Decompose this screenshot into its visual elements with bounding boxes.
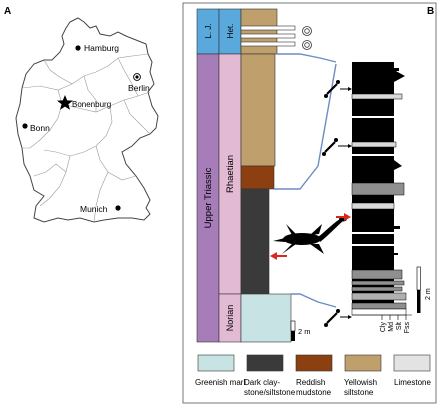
city-label-bonn: Bonn (30, 123, 50, 133)
panel-b-frame (182, 2, 437, 404)
period-upper-triassic-label: Upper Triassic (203, 167, 214, 228)
legend-label-limestone: Limestone (394, 378, 431, 387)
period-lj-label: L. J. (204, 23, 213, 38)
scale-label-left: 2 m (298, 327, 311, 336)
plesiosaur-silhouette-icon (273, 216, 347, 254)
legend-swatch-yellowish-siltstone (344, 354, 382, 372)
connector-lines (274, 53, 337, 308)
city-label-hamburg: Hamburg (84, 43, 119, 53)
lithology-column (240, 8, 292, 343)
state-borders (21, 53, 151, 223)
grain-label-fss: Fss (404, 322, 411, 334)
berlin-marker (135, 75, 139, 79)
bonn-marker (22, 123, 28, 129)
legend-label-dark-claystone: Dark clay-stone/siltstone (244, 378, 296, 397)
panel-b: B L. J. Upper Triassic Het. Rhaetian Nor… (182, 2, 437, 404)
panel-a-label: A (4, 6, 11, 17)
bone-icon (324, 80, 352, 98)
scale-label-right: 2 m (425, 288, 432, 300)
red-arrow-left (270, 252, 287, 260)
legend-swatch-dark-claystone (246, 354, 284, 372)
hettangian-bands (240, 25, 296, 47)
bonenburg-star-icon (57, 95, 73, 110)
legend-label-greenish-marl: Greenish marl (195, 378, 245, 387)
red-arrow-right (336, 213, 351, 221)
legend-swatch-limestone (393, 354, 431, 372)
bone-icon (324, 309, 352, 327)
ammonite-icon (302, 40, 312, 50)
bone-icon (322, 138, 352, 156)
stage-het-label: Het. (226, 24, 235, 39)
grain-label-slt: Slt (396, 322, 403, 330)
legend-swatch-greenish-marl (197, 354, 235, 372)
stage-norian-label: Norian (225, 305, 235, 332)
panel-b-label: B (427, 6, 434, 17)
grain-size-ticks (381, 315, 407, 320)
city-label-bonenburg: Bonenburg (72, 100, 111, 109)
section-log (351, 62, 412, 316)
munich-marker (115, 205, 121, 211)
legend: Greenish marl Dark clay-stone/siltstone … (195, 354, 431, 397)
grain-label-cly: Cly (380, 322, 387, 333)
grain-label-md: Md (388, 322, 395, 332)
panel-a: A Hamburg Berlin Bonenburg Bonn (4, 6, 159, 223)
city-label-munich: Munich (80, 204, 108, 214)
germany-outline (15, 17, 159, 223)
scale-bar-left (290, 320, 296, 341)
scale-bar-right (416, 266, 421, 313)
hamburg-marker (75, 45, 81, 51)
ammonite-icon (302, 26, 312, 36)
city-label-berlin: Berlin (128, 83, 150, 93)
stage-rhaetian-label: Rhaetian (225, 155, 236, 193)
legend-swatch-reddish-mudstone (295, 354, 333, 372)
